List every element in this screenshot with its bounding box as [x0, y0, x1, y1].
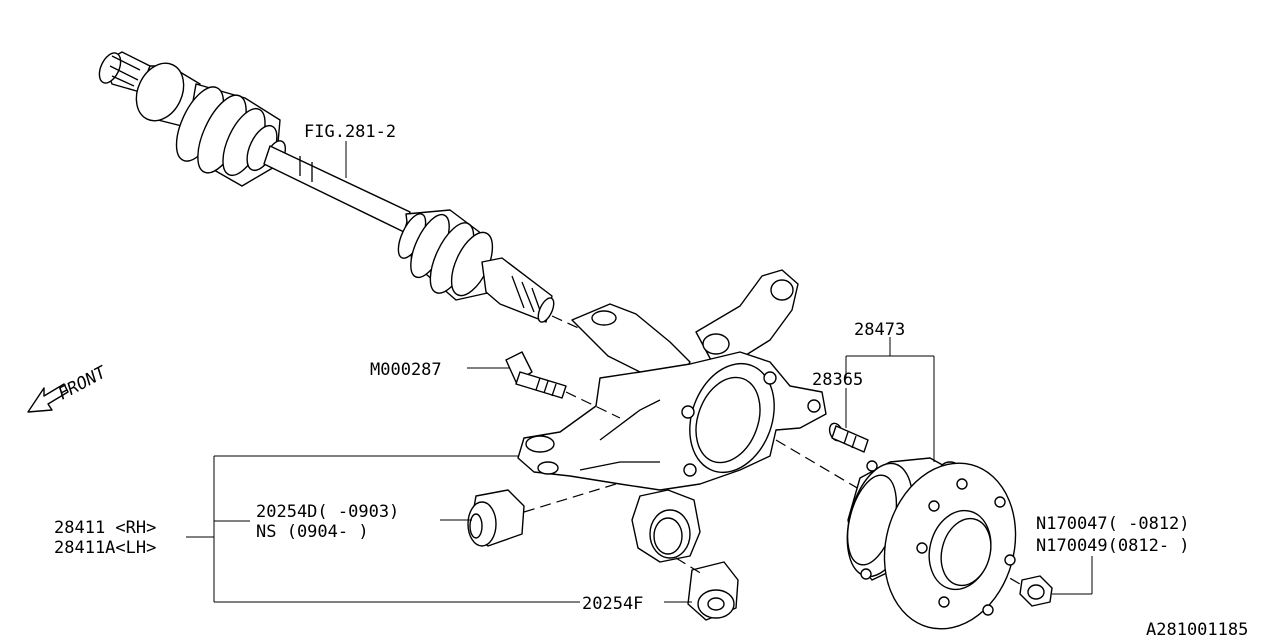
leader-lines — [186, 141, 1093, 603]
label-bushing-d-1: 20254D( -0903) — [256, 502, 399, 522]
axle-shaft — [263, 145, 411, 233]
label-fig-ref[interactable]: FIG.281-2 — [304, 122, 396, 142]
label-hub-assy: 28473 — [854, 320, 905, 340]
hub-unit-28473[interactable] — [836, 448, 1034, 640]
label-hub-bolt: 28365 — [812, 370, 863, 390]
front-arrow-icon — [27, 383, 69, 413]
hub-bolt-28365[interactable] — [827, 421, 869, 453]
bolt-center-line — [565, 391, 621, 419]
bushing-20254f[interactable] — [687, 561, 739, 621]
label-nut-2: N170049(0812- ) — [1036, 536, 1190, 556]
bolt-m000287[interactable] — [505, 351, 567, 399]
bushing-f-center-line — [675, 557, 703, 575]
bushing-20254d[interactable] — [467, 489, 525, 547]
drive-shaft[interactable] — [95, 50, 557, 325]
shaft-inner-stub — [481, 257, 555, 323]
axle-housing[interactable] — [517, 269, 827, 563]
bushing-d-center-line — [523, 483, 617, 513]
inner-boot — [397, 209, 494, 301]
label-nut-1: N170047( -0812) — [1036, 514, 1190, 534]
label-bolt: M000287 — [370, 360, 442, 380]
label-bushing-d-2: NS (0904- ) — [256, 522, 369, 542]
outer-boot — [175, 83, 287, 187]
front-label: FRONT — [55, 362, 111, 405]
label-housing-rh: 28411 <RH> — [54, 518, 156, 538]
label-housing-lh: 28411A<LH> — [54, 538, 156, 558]
nut-n170047[interactable] — [1019, 575, 1053, 607]
drawing-number: A281001185 — [1146, 620, 1248, 640]
label-bushing-f: 20254F — [582, 594, 643, 614]
